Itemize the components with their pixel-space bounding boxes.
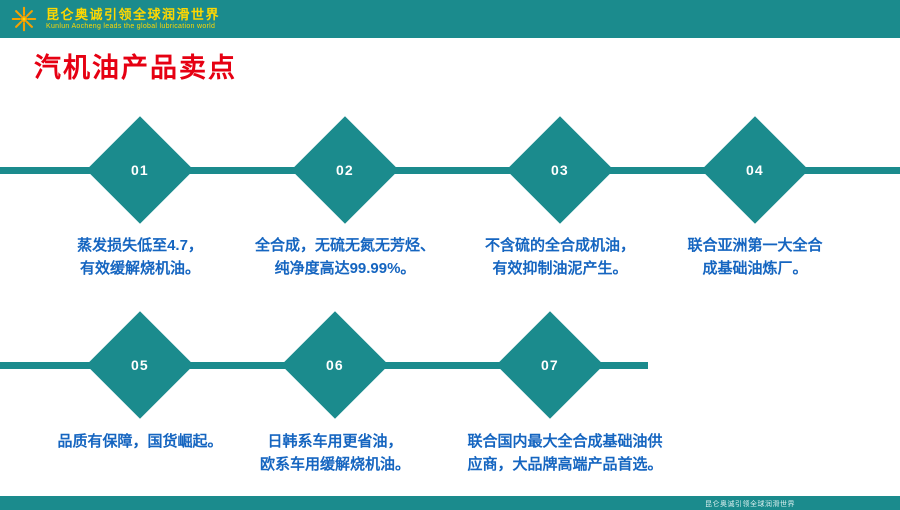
top-bar: 昆仑奥诚引领全球润滑世界 Kunlun Aocheng leads the gl… xyxy=(0,0,900,38)
caption-line: 不含硫的全合成机油， xyxy=(484,237,635,254)
timeline-line-row1 xyxy=(0,167,900,174)
node-number: 02 xyxy=(336,161,354,178)
caption-line: 日韩系车用更省油， xyxy=(267,433,403,450)
timeline-node-07: 07 xyxy=(496,311,604,419)
node-number: 06 xyxy=(326,356,344,373)
node-caption-07: 联合国内最大全合成基础油供 应商，大品牌高端产品首选。 xyxy=(450,430,680,477)
node-caption-06: 日韩系车用更省油， 欧系车用缓解烧机油。 xyxy=(220,430,450,477)
brand-slogan-en: Kunlun Aocheng leads the global lubricat… xyxy=(46,22,216,30)
node-number: 04 xyxy=(746,161,764,178)
node-number: 05 xyxy=(131,356,149,373)
caption-line: 全合成，无硫无氮无芳烃、 xyxy=(254,237,435,254)
caption-line: 应商，大品牌高端产品首选。 xyxy=(467,456,663,474)
node-caption-05: 品质有保障，国货崛起。 xyxy=(25,430,255,453)
page-title: 汽机油产品卖点 xyxy=(34,53,237,83)
timeline-node-03: 03 xyxy=(506,116,614,224)
node-number: 03 xyxy=(551,161,569,178)
node-caption-03: 不含硫的全合成机油， 有效抑制油泥产生。 xyxy=(445,234,675,281)
timeline-node-01: 01 xyxy=(86,116,194,224)
timeline-node-06: 06 xyxy=(281,311,389,419)
caption-line: 成基础油炼厂。 xyxy=(702,260,808,278)
brand-slogans: 昆仑奥诚引领全球润滑世界 Kunlun Aocheng leads the gl… xyxy=(46,7,221,30)
caption-line: 有效抑制油泥产生。 xyxy=(492,260,628,278)
node-number: 07 xyxy=(541,356,559,373)
bottom-bar: 昆仑奥诚引领全球润滑世界 xyxy=(0,496,900,510)
brand-slogan-cn: 昆仑奥诚引领全球润滑世界 xyxy=(46,7,221,23)
footer-text: 昆仑奥诚引领全球润滑世界 xyxy=(705,501,795,508)
caption-line: 品质有保障，国货崛起。 xyxy=(57,433,223,450)
node-caption-01: 蒸发损失低至4.7， 有效缓解烧机油。 xyxy=(25,234,255,281)
caption-line: 有效缓解烧机油。 xyxy=(79,260,200,278)
caption-line: 纯净度高达99.99%。 xyxy=(274,260,416,278)
caption-line: 蒸发损失低至4.7， xyxy=(77,237,203,254)
caption-line: 联合亚洲第一大全合 xyxy=(687,237,823,254)
timeline-node-02: 02 xyxy=(291,116,399,224)
kunlun-sunburst-logo-icon xyxy=(11,6,37,32)
timeline-node-05: 05 xyxy=(86,311,194,419)
node-caption-02: 全合成，无硫无氮无芳烃、 纯净度高达99.99%。 xyxy=(230,234,460,281)
timeline-node-04: 04 xyxy=(701,116,809,224)
caption-line: 联合国内最大全合成基础油供 xyxy=(467,433,663,450)
node-caption-04: 联合亚洲第一大全合 成基础油炼厂。 xyxy=(640,234,870,281)
caption-line: 欧系车用缓解烧机油。 xyxy=(259,456,410,474)
node-number: 01 xyxy=(131,161,149,178)
